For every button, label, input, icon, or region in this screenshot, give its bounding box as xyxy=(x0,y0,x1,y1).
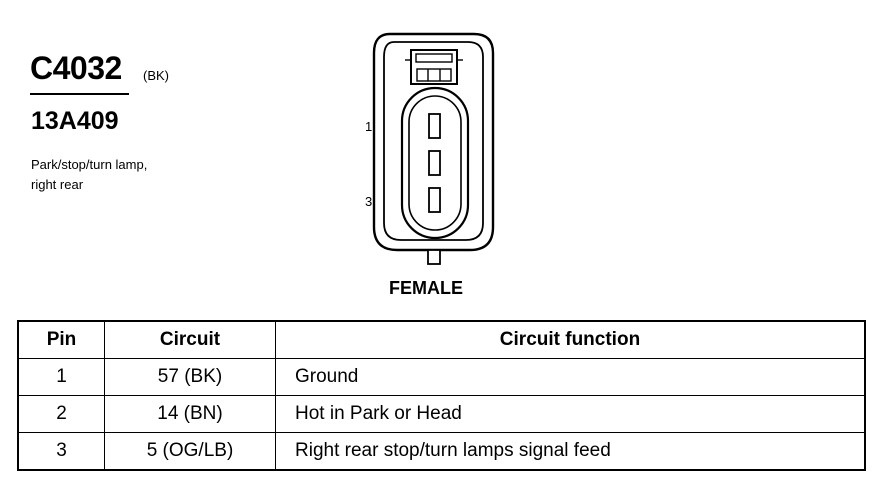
table-row: 1 57 (BK) Ground xyxy=(17,358,866,396)
description-line-1: Park/stop/turn lamp, xyxy=(31,157,148,172)
cell-function: Hot in Park or Head xyxy=(275,395,866,433)
cell-pin: 3 xyxy=(17,432,105,471)
cell-pin: 1 xyxy=(17,358,105,396)
terminal-cavity-outer xyxy=(400,86,470,240)
connector-diagram: 1 3 xyxy=(365,32,495,265)
header-pin: Pin xyxy=(17,320,105,359)
cell-pin: 2 xyxy=(17,395,105,433)
cell-circuit: 5 (OG/LB) xyxy=(104,432,276,471)
pin-label-3: 3 xyxy=(365,194,372,209)
connector-housing-inner xyxy=(383,41,484,241)
connector-color: (BK) xyxy=(143,68,169,83)
connector-id: C4032 xyxy=(30,50,122,86)
part-number: 13A409 xyxy=(31,107,119,135)
table-header-row: Pin Circuit Circuit function xyxy=(17,320,866,359)
cell-circuit: 57 (BK) xyxy=(104,358,276,396)
connector-description: Park/stop/turn lamp, right rear xyxy=(31,155,147,195)
pin-slot-2 xyxy=(428,150,441,176)
header-circuit: Circuit xyxy=(104,320,276,359)
table-row: 3 5 (OG/LB) Right rear stop/turn lamps s… xyxy=(17,432,866,471)
header-circuit-function: Circuit function xyxy=(275,320,866,359)
cell-function: Ground xyxy=(275,358,866,396)
description-line-2: right rear xyxy=(31,177,84,192)
cell-circuit: 14 (BN) xyxy=(104,395,276,433)
pin-slot-3 xyxy=(428,187,441,213)
pinout-table: Pin Circuit Circuit function 1 57 (BK) G… xyxy=(17,320,866,471)
table-row: 2 14 (BN) Hot in Park or Head xyxy=(17,395,866,433)
pin-slot-1 xyxy=(428,113,441,139)
terminal-cavity-inner xyxy=(408,95,462,231)
cell-function: Right rear stop/turn lamps signal feed xyxy=(275,432,866,471)
title-underline xyxy=(30,93,129,95)
pin-label-1: 1 xyxy=(365,119,372,134)
locking-tab xyxy=(405,49,463,85)
bottom-key xyxy=(427,249,441,265)
connector-gender-label: FEMALE xyxy=(389,278,463,298)
